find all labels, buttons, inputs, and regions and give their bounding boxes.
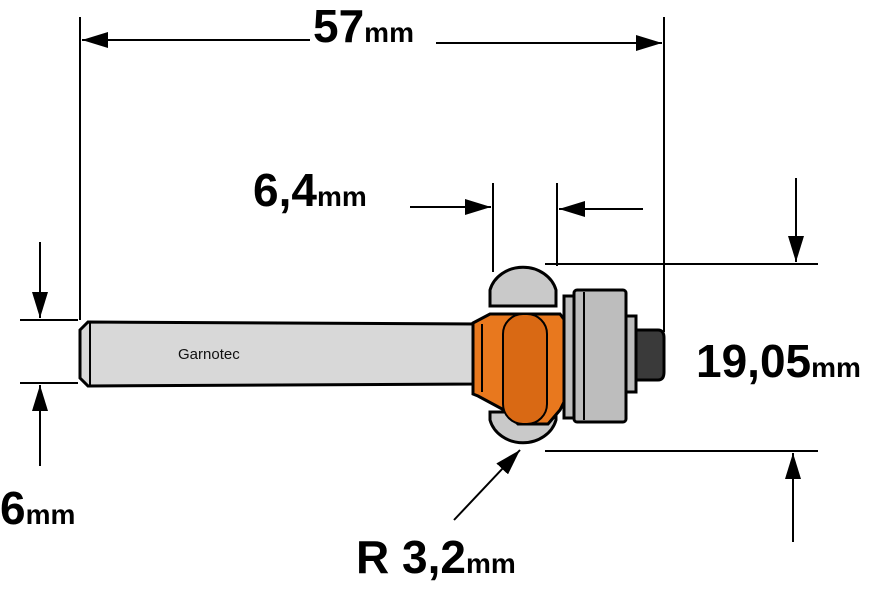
label-radius: R 3,2mm [356,531,516,583]
shank-body [78,320,480,388]
shank-diameter-value: 6 [0,482,26,534]
cutter-profile-groove [502,313,548,425]
shank-brand-label: Garnotec [178,346,240,363]
bearing [562,288,666,424]
radius-leader-line [453,449,521,521]
shank: Garnotec [78,320,480,388]
dimension-lines [32,32,804,542]
bearing-diameter-value: 19,05 [696,335,811,387]
overall-length-value: 57 [313,0,364,52]
label-bearing-diameter: 19,05mm [696,335,861,387]
carbide-tip-top [488,265,558,308]
bearing-screw [634,328,666,382]
cutting-height-unit: mm [317,181,367,212]
label-overall-length: 57mm [313,0,414,52]
bearing-diameter-unit: mm [811,352,861,383]
extension-lines [20,17,818,452]
shank-diameter-unit: mm [26,499,76,530]
dimension-labels: 57mm 6,4mm 19,05mm 6mm R 3,2mm [0,0,861,583]
label-cutting-height: 6,4mm [253,164,367,216]
cutting-height-value: 6,4 [253,164,317,216]
radius-value: R 3,2 [356,531,466,583]
label-shank-diameter: 6mm [0,482,75,534]
router-bit: Garnotec [78,265,666,445]
radius-unit: mm [466,548,516,579]
overall-length-unit: mm [364,17,414,48]
bearing-ring [572,288,628,424]
